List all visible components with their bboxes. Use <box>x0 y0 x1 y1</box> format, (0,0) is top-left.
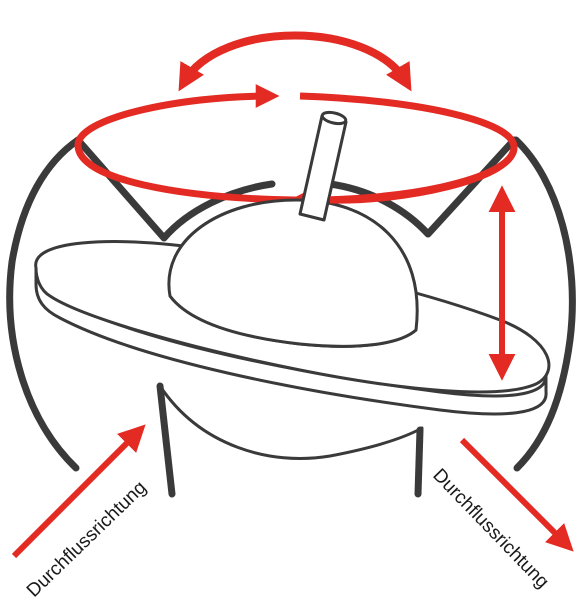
housing-right-notch <box>326 136 518 238</box>
dome-redraw <box>167 198 419 348</box>
housing-left-notch <box>74 136 276 242</box>
housing-right-leg <box>414 426 424 498</box>
disc <box>34 198 551 416</box>
inflow-label: Durchflussrichtung <box>23 477 151 601</box>
housing-right-arc <box>512 136 576 472</box>
housing-left-leg <box>156 382 176 498</box>
housing-left-arc <box>6 136 82 472</box>
shaft-top <box>320 110 348 126</box>
housing <box>6 136 576 498</box>
rotation-ellipse-overlay <box>329 147 518 204</box>
outflow-arrow <box>459 437 574 552</box>
ball-lower <box>158 384 424 460</box>
inflow-arrow <box>11 424 146 559</box>
shaft <box>298 110 348 222</box>
outflow-label: Durchflussrichtung <box>428 465 552 593</box>
swing-arrow <box>178 31 412 92</box>
